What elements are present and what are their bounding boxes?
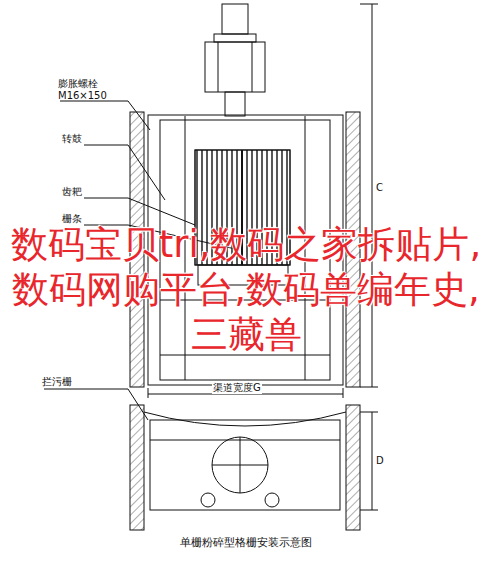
part-label: C [375,182,384,194]
part-label: 转鼓 [62,133,82,145]
part-label: 渠道宽度G [212,382,262,394]
part-label: D [375,455,385,467]
part-label: 拦污栅 [42,376,72,388]
part-label: 齿耙 [62,186,82,198]
watermark: 数码宝贝tri,数码之家拆贴片,数码网购平台,数码兽编年史,三藏兽 [4,222,488,357]
part-label: 膨胀螺栓 [58,78,98,90]
caption: 单栅粉碎型格栅安装示意图 [0,535,492,550]
part-label: M16×150 [58,90,107,102]
